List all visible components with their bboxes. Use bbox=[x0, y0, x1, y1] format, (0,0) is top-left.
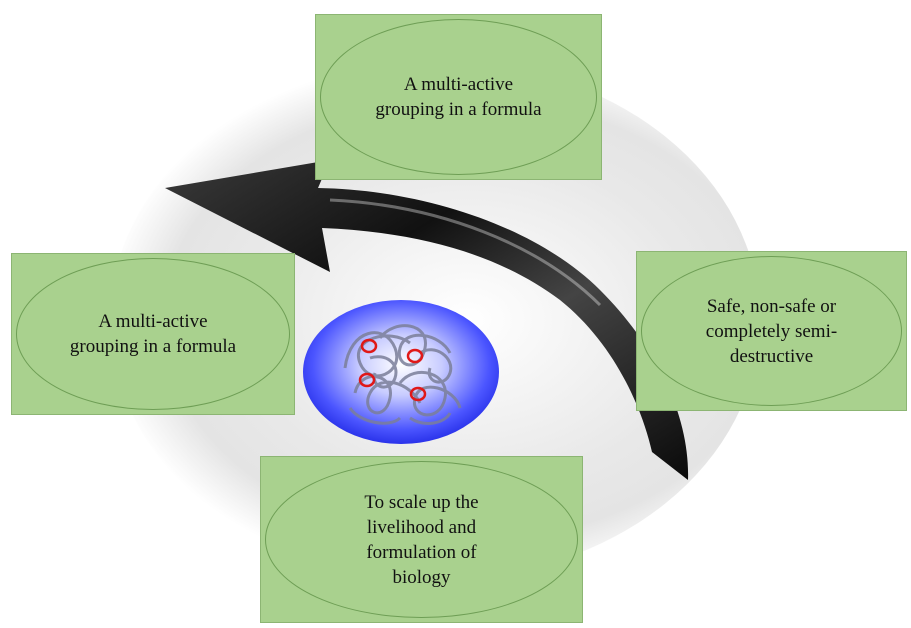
ellipse-bottom: To scale up the livelihood and formulati… bbox=[265, 461, 578, 618]
label-top: A multi-active grouping in a formula bbox=[375, 74, 542, 120]
box-left: A multi-active grouping in a formula bbox=[11, 253, 295, 415]
ellipse-right: Safe, non-safe or completely semi-destru… bbox=[641, 256, 902, 406]
arrow-highlight bbox=[329, 198, 602, 307]
label-bottom: To scale up the livelihood and formulati… bbox=[364, 491, 479, 588]
arrow-body bbox=[165, 160, 689, 480]
nanoparticle-sphere bbox=[303, 300, 499, 444]
box-right: Safe, non-safe or completely semi-destru… bbox=[636, 251, 907, 411]
ellipse-top: A multi-active grouping in a formula bbox=[320, 19, 597, 175]
label-left: A multi-active grouping in a formula bbox=[69, 311, 237, 357]
label-right: Safe, non-safe or completely semi-destru… bbox=[705, 295, 838, 367]
box-bottom: To scale up the livelihood and formulati… bbox=[260, 456, 583, 623]
box-top: A multi-active grouping in a formula bbox=[315, 14, 602, 180]
ellipse-left: A multi-active grouping in a formula bbox=[16, 258, 290, 410]
